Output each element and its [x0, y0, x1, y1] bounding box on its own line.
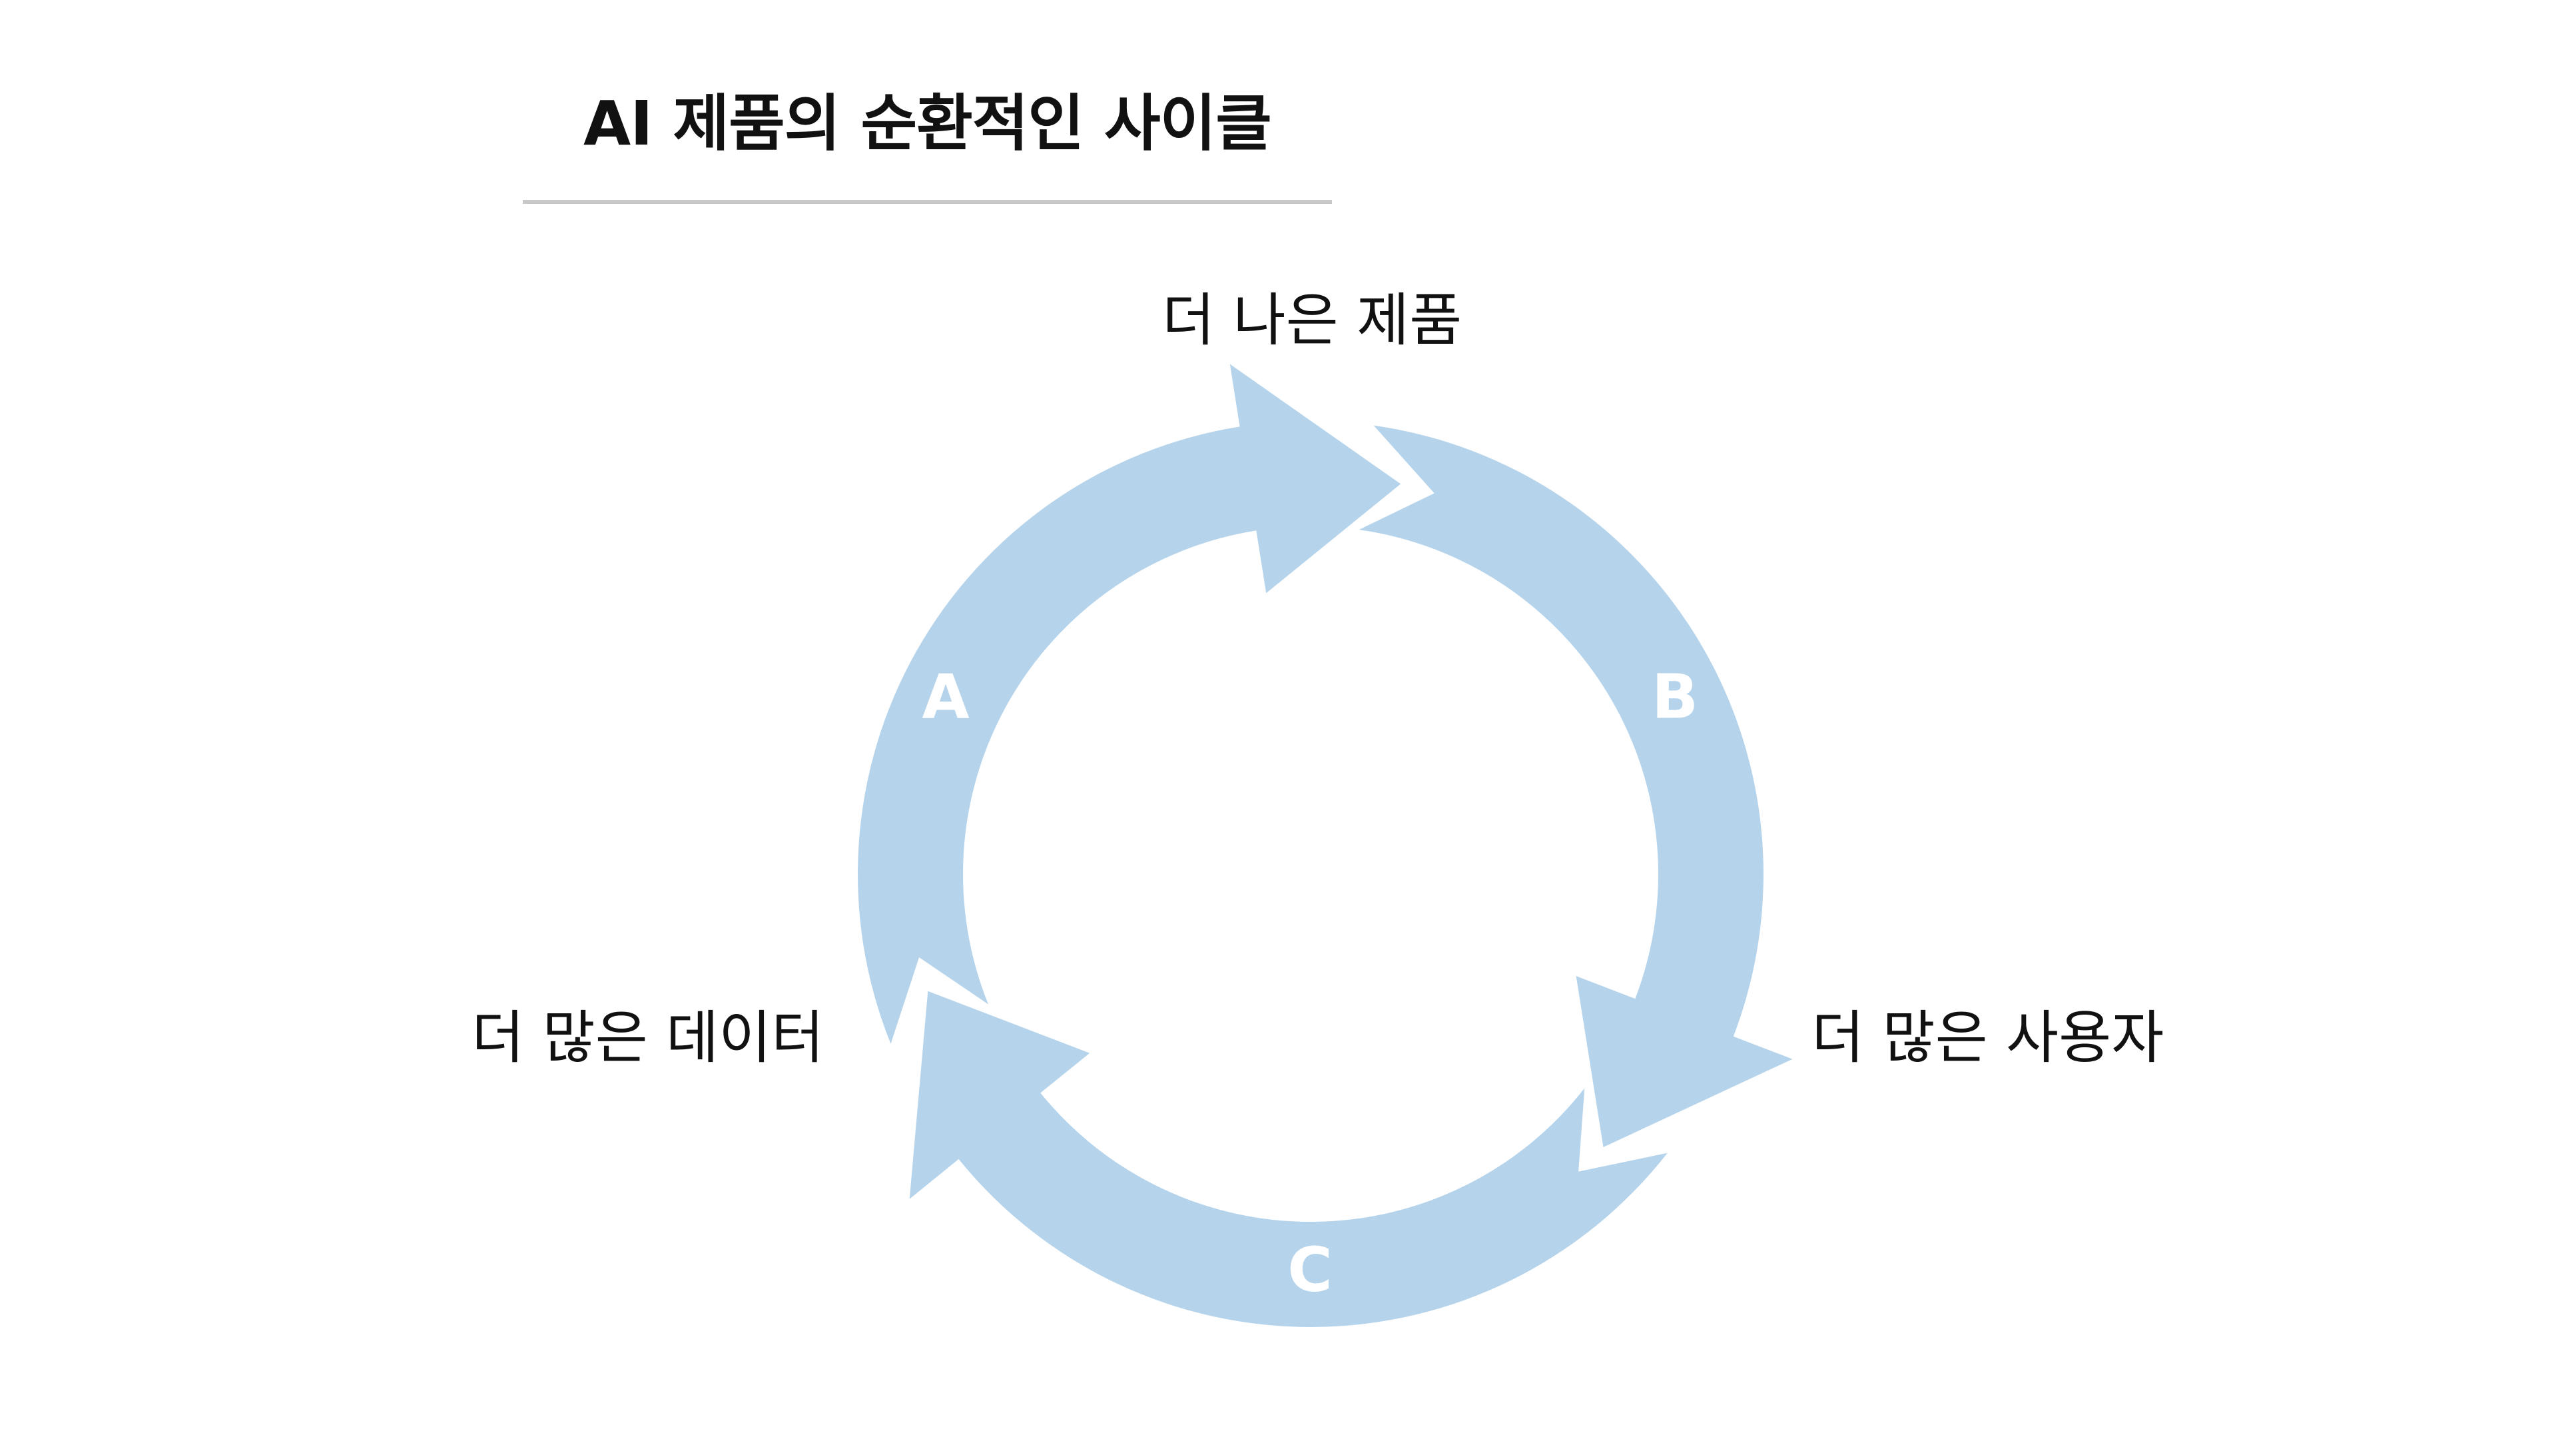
node-more-users: 더 많은 사용자	[1811, 1005, 2164, 1071]
arrow-c-users-to-data	[909, 991, 1668, 1327]
node-better-product: 더 나은 제품	[1162, 287, 1462, 354]
title-underline	[523, 200, 1332, 204]
node-more-data: 더 많은 데이터	[472, 1005, 824, 1071]
page-title: AI 제품의 순환적인 사이클	[583, 88, 1272, 159]
arrow-a-data-to-product	[858, 364, 1401, 1044]
arrow-b-product-to-users	[1359, 425, 1793, 1147]
arc-label-a: A	[922, 661, 969, 732]
arc-label-c: C	[1287, 1234, 1333, 1305]
arc-label-b: B	[1652, 661, 1698, 732]
